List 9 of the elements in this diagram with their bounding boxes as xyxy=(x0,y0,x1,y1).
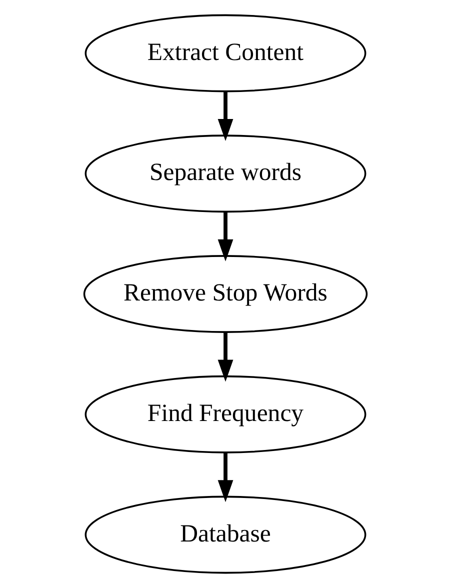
node-ellipse: Separate words xyxy=(84,134,366,213)
arrow xyxy=(218,452,234,502)
node-ellipse: Find Frequency xyxy=(84,375,366,454)
arrow xyxy=(218,332,234,382)
node-ellipse: Database xyxy=(84,496,366,574)
node-ellipse: Extract Content xyxy=(84,14,366,92)
arrow xyxy=(218,212,234,262)
node-ellipse: Remove Stop Words xyxy=(83,255,368,333)
arrow xyxy=(218,91,234,142)
